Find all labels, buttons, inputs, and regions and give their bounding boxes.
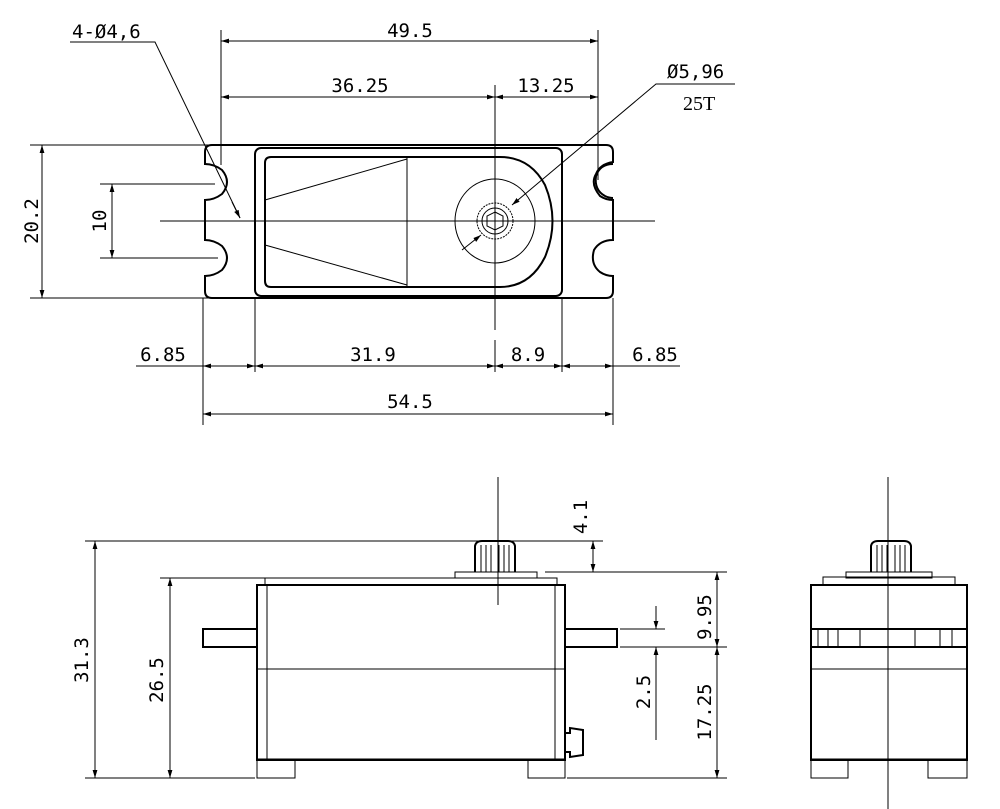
side-left-foot xyxy=(810,759,849,779)
label-9-95: 9.95 xyxy=(694,594,716,640)
label-54-5: 54.5 xyxy=(387,391,433,413)
side-ear-band xyxy=(810,628,968,648)
side-top-cover xyxy=(822,576,956,586)
right-foot xyxy=(527,759,566,779)
label-spline-diameter: Ø5,96 xyxy=(667,61,724,83)
right-ear xyxy=(564,628,618,648)
cable-gland xyxy=(565,726,584,759)
label-36-25: 36.25 xyxy=(331,75,388,97)
label-spline-teeth: 25T xyxy=(683,93,715,115)
side-spline xyxy=(870,540,912,572)
body-outline xyxy=(254,147,563,297)
side-body xyxy=(810,584,968,761)
spline-leader xyxy=(511,83,735,206)
side-ear-ribs xyxy=(817,629,953,647)
hole-leader-arrow xyxy=(231,201,241,219)
left-ear xyxy=(202,628,258,648)
hole-leader xyxy=(70,41,241,219)
label-6-85-right: 6.85 xyxy=(632,344,678,366)
side-view xyxy=(810,477,968,809)
case-taper-upper xyxy=(264,158,408,201)
label-6-85-left: 6.85 xyxy=(140,344,186,366)
case-taper-lower xyxy=(264,244,408,286)
top-view: 49.5 4-Ø4,6 36.25 13.25 Ø5,96 25T 20.2 1… xyxy=(21,20,735,425)
label-49-5: 49.5 xyxy=(387,20,433,42)
side-right-foot xyxy=(927,759,968,779)
spline-teeth xyxy=(480,545,510,572)
case-top-outline xyxy=(264,156,554,288)
side-hub xyxy=(845,571,933,579)
label-20-2: 20.2 xyxy=(21,198,43,244)
spline-leader-arrow xyxy=(461,234,482,251)
side-spline-teeth xyxy=(876,545,906,572)
right-slot-upper xyxy=(594,163,614,199)
output-hub xyxy=(454,571,538,579)
label-10: 10 xyxy=(89,210,111,233)
label-13-25: 13.25 xyxy=(517,75,574,97)
left-foot xyxy=(256,759,296,779)
label-hole-spec: 4-Ø4,6 xyxy=(72,21,141,43)
label-31-9: 31.9 xyxy=(350,344,396,366)
label-4-1: 4.1 xyxy=(570,500,592,534)
label-31-3: 31.3 xyxy=(71,637,93,683)
front-view: 31.3 26.5 4.1 9.95 2.5 17.25 xyxy=(71,477,727,779)
top-cover xyxy=(264,577,558,586)
front-body xyxy=(256,584,566,761)
label-17-25: 17.25 xyxy=(694,683,716,740)
label-8-9: 8.9 xyxy=(511,344,545,366)
label-26-5: 26.5 xyxy=(146,657,168,703)
label-2-5: 2.5 xyxy=(633,675,655,709)
